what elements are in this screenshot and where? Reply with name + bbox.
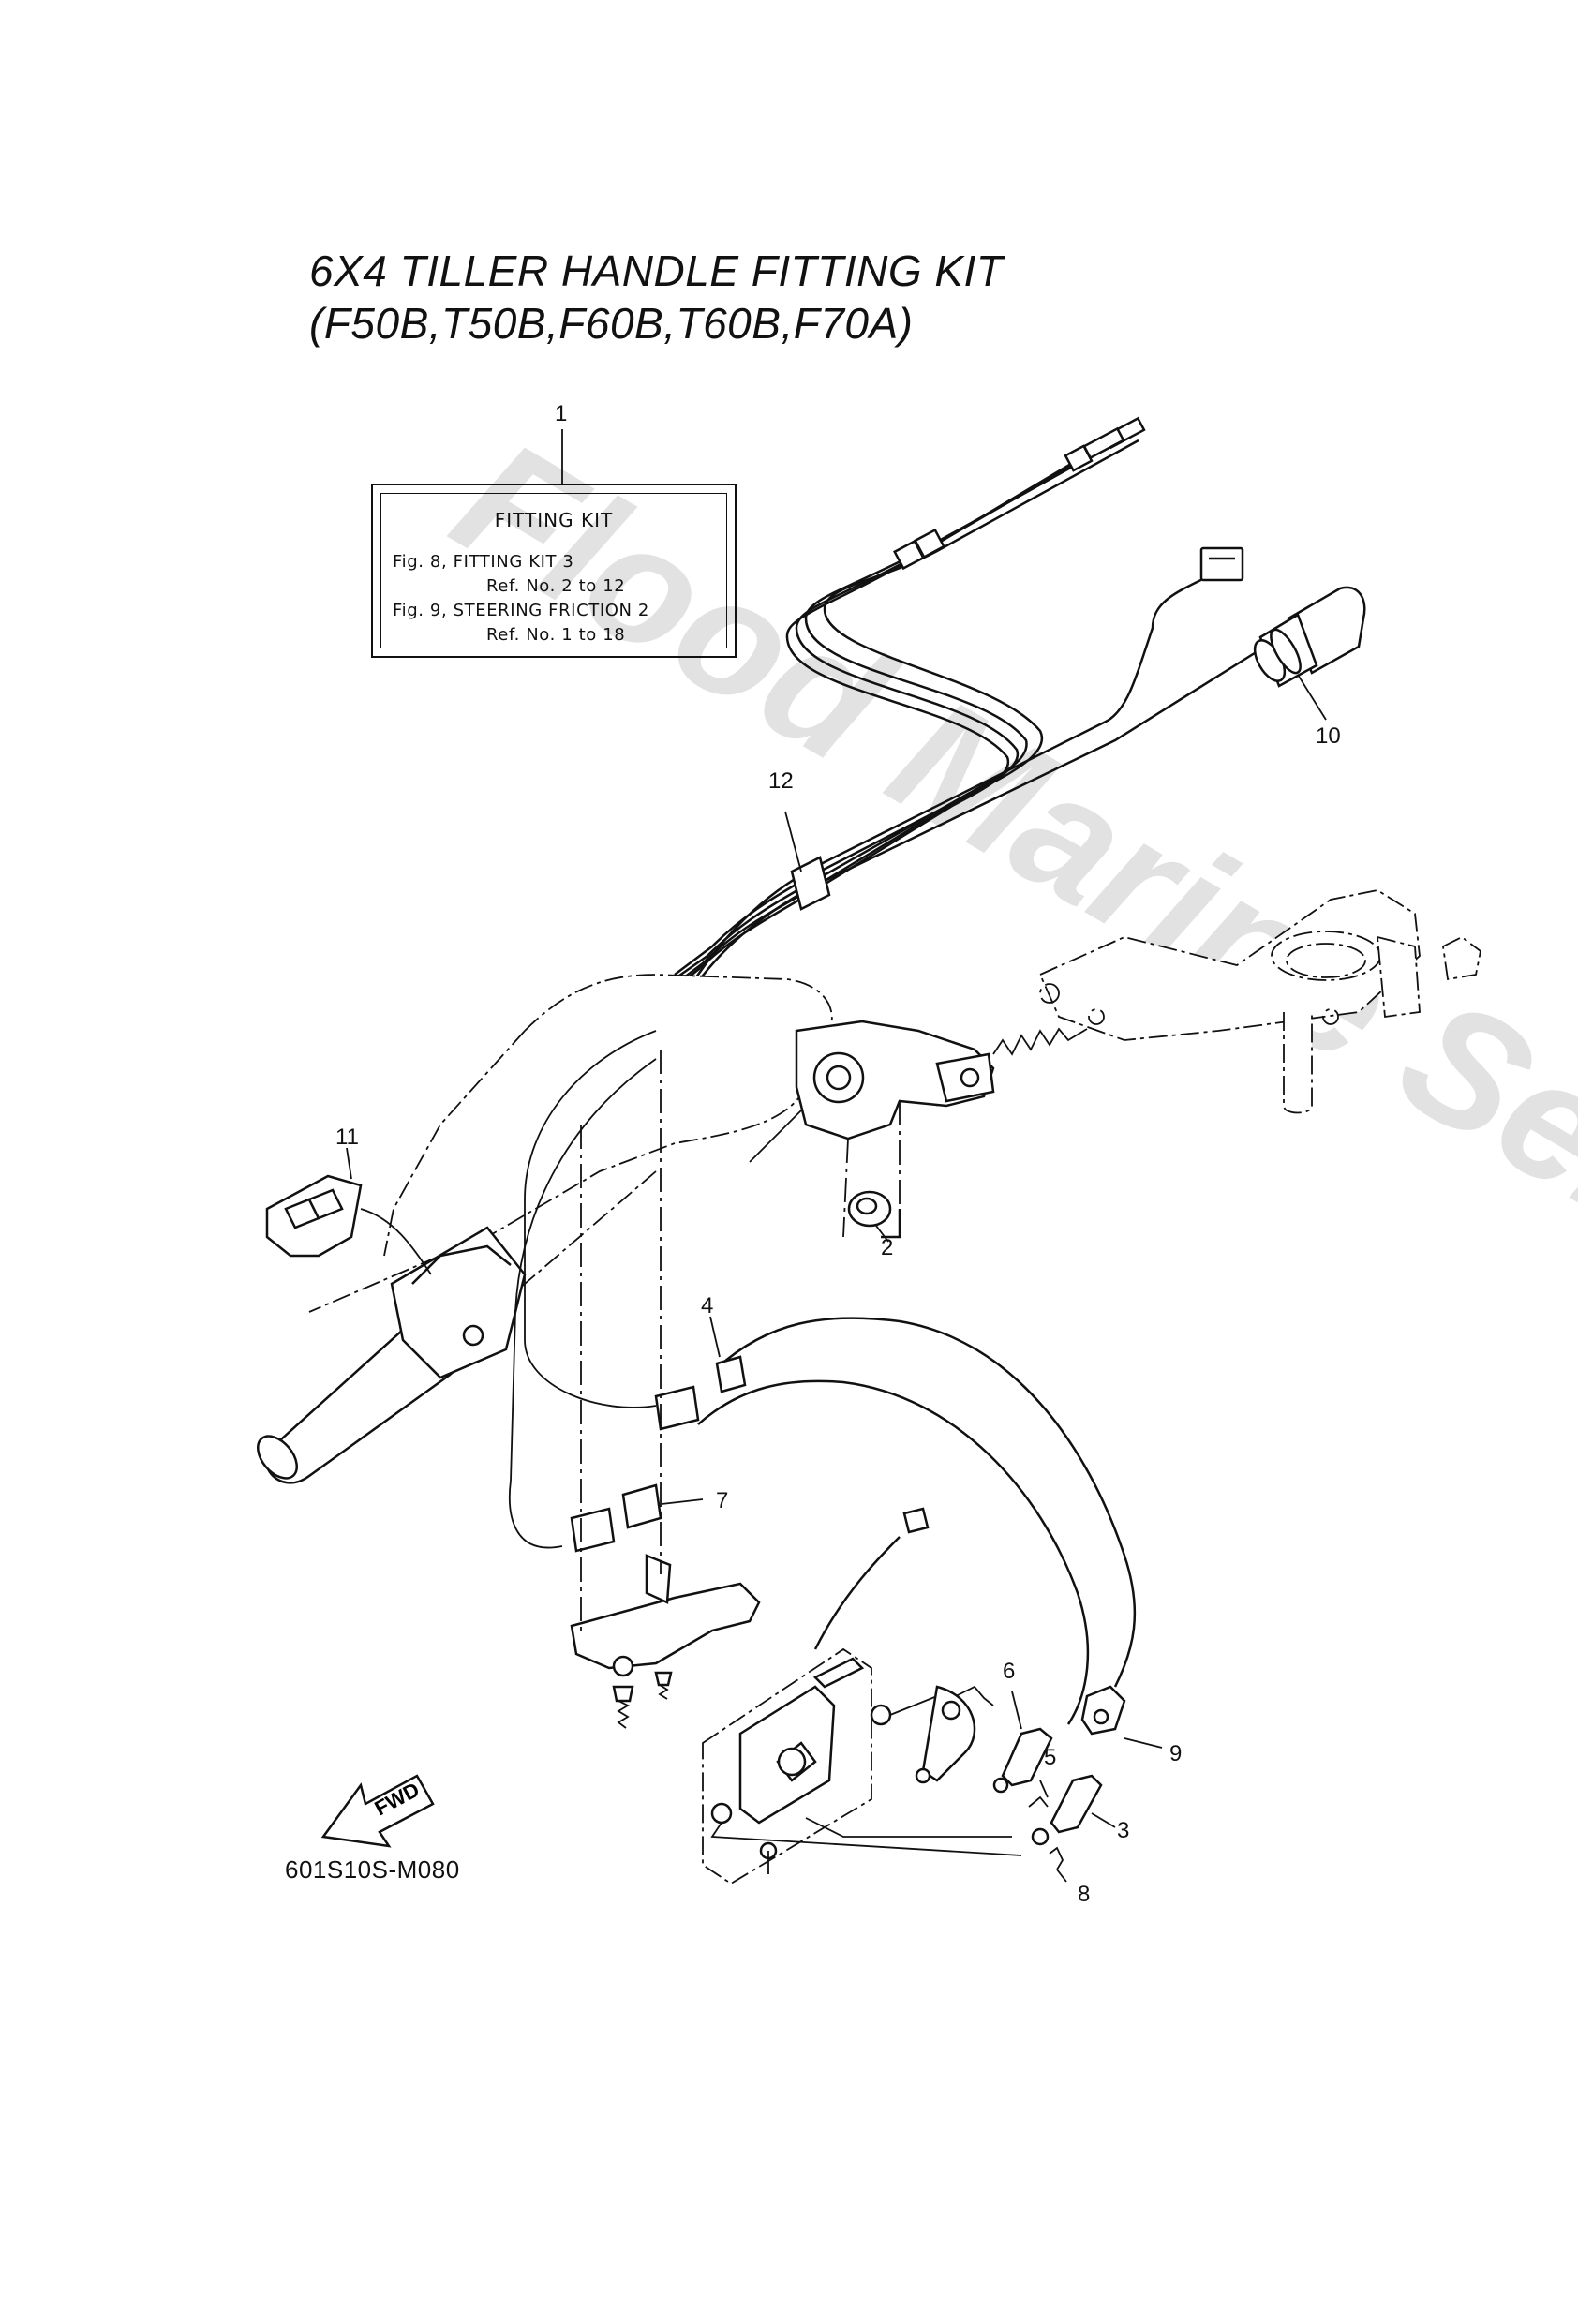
fitting-kit-line: Ref. No. 1 to 18 <box>486 625 626 645</box>
fitting-kit-line: Ref. No. 2 to 12 <box>486 576 626 596</box>
part-7-clip <box>570 1483 704 1553</box>
part-5-clip <box>1028 1780 1049 1808</box>
callout-2: 2 <box>881 1235 894 1260</box>
part-2-nut <box>847 1190 892 1243</box>
fitting-kit-line: Fig. 8, FITTING KIT 3 <box>393 552 574 572</box>
diagram-model-list: (F50B,T50B,F60B,T60B,F70A) <box>309 299 914 348</box>
part-6-cable-end <box>992 1691 1053 1794</box>
screws <box>612 1671 673 1729</box>
callout-3: 3 <box>1117 1818 1130 1843</box>
callout-6: 6 <box>1003 1659 1016 1684</box>
callout-5: 5 <box>1044 1745 1057 1770</box>
shift-cables-loop <box>508 1030 1137 1725</box>
callout-1: 1 <box>555 401 568 426</box>
part-12-cable-band <box>784 811 831 911</box>
part-11-switch <box>265 1147 432 1275</box>
fitting-kit-box: FITTING KIT Fig. 8, FITTING KIT 3 Ref. N… <box>371 484 737 658</box>
callout-10: 10 <box>1316 723 1341 749</box>
callout-8: 8 <box>1078 1882 1091 1907</box>
steering-bracket <box>1038 889 1481 1114</box>
fitting-kit-inner-border: FITTING KIT Fig. 8, FITTING KIT 3 Ref. N… <box>380 493 727 648</box>
part-4-clip <box>654 1316 747 1431</box>
shift-box-assembly <box>702 1507 1022 1885</box>
callout-9: 9 <box>1169 1741 1183 1766</box>
fitting-kit-line: Fig. 9, STEERING FRICTION 2 <box>393 601 649 620</box>
callout-7: 7 <box>716 1488 729 1513</box>
part-9-clip <box>1080 1685 1163 1749</box>
part-10-connector <box>1253 586 1366 721</box>
fwd-arrow-icon: FWD <box>320 1774 435 1848</box>
fitting-kit-heading: FITTING KIT <box>494 509 614 531</box>
friction-spring <box>992 1027 1088 1056</box>
callout-11: 11 <box>335 1125 359 1150</box>
control-cables <box>660 416 1146 1000</box>
part-8-pin <box>1049 1846 1067 1883</box>
mounting-plate <box>570 1050 761 1677</box>
drawing-code: 601S10S-M080 <box>285 1855 460 1884</box>
tiller-pivot-head <box>795 1020 995 1239</box>
callout-4: 4 <box>701 1293 714 1318</box>
diagram-title: 6X4 TILLER HANDLE FITTING KIT <box>309 246 1004 295</box>
small-connector <box>1199 546 1244 582</box>
callout-12: 12 <box>768 768 794 794</box>
part-3-cable-end <box>1031 1774 1116 1846</box>
